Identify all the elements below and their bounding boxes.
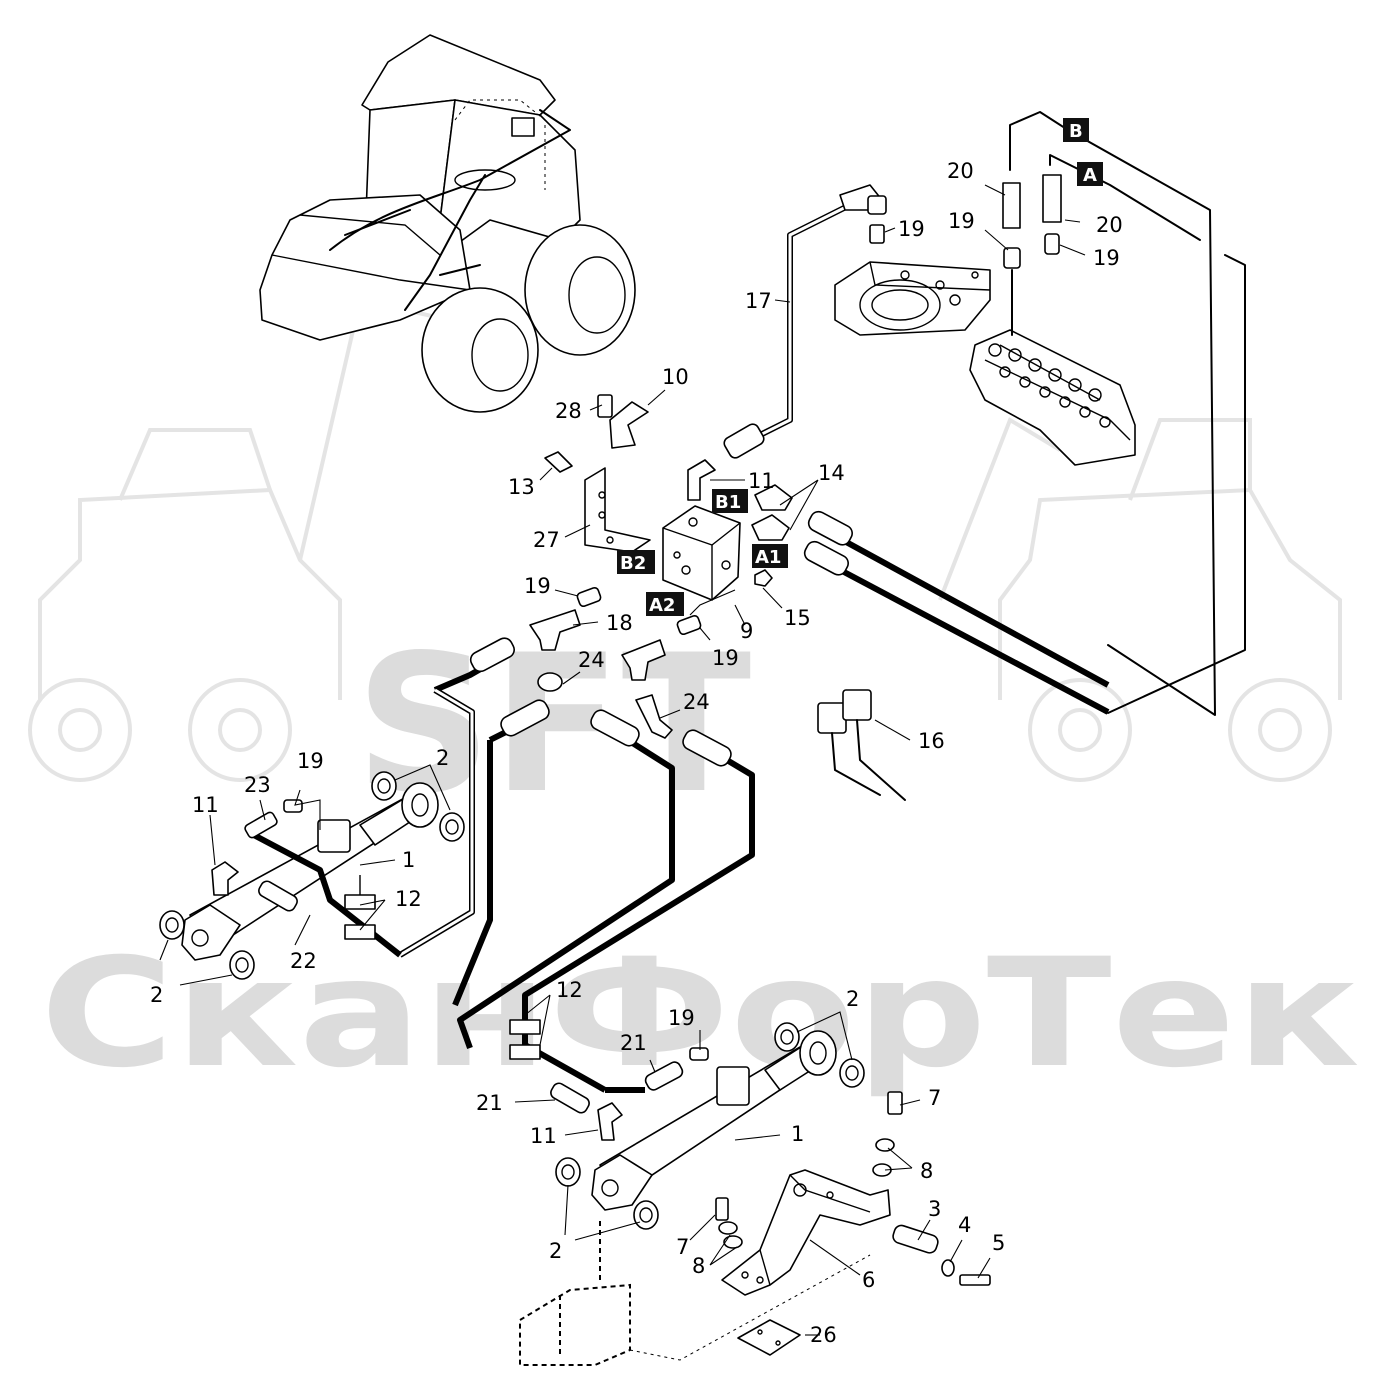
- port-tag-a2-label: A2: [649, 595, 675, 616]
- callout-18: 18: [606, 611, 633, 635]
- leader-lines: [159, 184, 1086, 1336]
- callout-3: 3: [928, 1197, 941, 1221]
- cylinder-upper: [159, 771, 465, 980]
- port-tags: B A B1 B2 A1 A2: [617, 118, 1103, 616]
- callout-15: 15: [784, 606, 811, 630]
- callout-19-valve: 19: [898, 217, 925, 241]
- callout-17: 17: [745, 289, 772, 313]
- callout-11-lower: 11: [530, 1124, 557, 1148]
- callout-2-lower-a: 2: [846, 987, 859, 1011]
- port-tag-b1-label: B1: [715, 492, 741, 513]
- callout-28: 28: [555, 399, 582, 423]
- callout-14: 14: [818, 461, 845, 485]
- callout-2-lower-b: 2: [549, 1239, 562, 1263]
- callout-24-left: 24: [578, 648, 605, 672]
- tractor-watermark-icon: [28, 297, 1342, 782]
- callout-numbers: 10 28 13 27 11 14 9 15 19 18 19 24 24 16…: [150, 159, 1123, 1347]
- callout-5: 5: [992, 1231, 1005, 1255]
- callout-8-lower: 8: [692, 1254, 705, 1278]
- callout-7-upper: 7: [928, 1086, 941, 1110]
- cylinder-lower: [509, 995, 865, 1230]
- port-tag-a-label: A: [1083, 165, 1097, 186]
- watermark-text: СканФорТек: [40, 927, 1360, 1101]
- bracket-6: [519, 1091, 991, 1366]
- port-tag-b1: [712, 489, 748, 513]
- control-valve: [834, 111, 1246, 716]
- hose-17: [723, 184, 887, 459]
- port-tag-a: [1077, 162, 1103, 186]
- port-tag-b-label: B: [1069, 121, 1083, 142]
- port-tag-a1: [752, 544, 788, 568]
- port-tag-b2-label: B2: [620, 553, 646, 574]
- callout-22: 22: [290, 949, 317, 973]
- callout-11-top: 11: [748, 469, 775, 493]
- callout-19-lower: 19: [668, 1006, 695, 1030]
- callout-1-upper: 1: [402, 848, 415, 872]
- port-tag-b: [1063, 118, 1089, 142]
- callout-1-lower: 1: [791, 1122, 804, 1146]
- callout-6: 6: [862, 1268, 875, 1292]
- callout-19-left: 19: [948, 209, 975, 233]
- callout-12-upper: 12: [395, 887, 422, 911]
- forestry-machine-icon: [259, 34, 636, 413]
- callout-9: 9: [740, 619, 753, 643]
- callout-11-upper: 11: [192, 793, 219, 817]
- port-tag-a1-label: A1: [755, 547, 781, 568]
- port-tag-b2: [617, 550, 655, 574]
- callout-2-upper-a: 2: [436, 746, 449, 770]
- callout-4: 4: [958, 1213, 971, 1237]
- connector-16: [817, 689, 906, 801]
- callout-27: 27: [533, 528, 560, 552]
- callout-19-tee: 19: [524, 574, 551, 598]
- callout-16: 16: [918, 729, 945, 753]
- callout-10: 10: [662, 365, 689, 389]
- callout-24-right: 24: [683, 690, 710, 714]
- callout-20-left: 20: [947, 159, 974, 183]
- callout-8-upper: 8: [920, 1159, 933, 1183]
- callout-21-upper: 21: [620, 1031, 647, 1055]
- manifold-block: [544, 394, 1110, 715]
- callout-19-right: 19: [1093, 246, 1120, 270]
- callout-20-right: 20: [1096, 213, 1123, 237]
- callout-12-lower: 12: [556, 978, 583, 1002]
- callout-23: 23: [244, 773, 271, 797]
- callout-7-lower: 7: [676, 1235, 689, 1259]
- callout-19-a2: 19: [712, 646, 739, 670]
- callout-19-upper: 19: [297, 749, 324, 773]
- callout-26: 26: [810, 1323, 837, 1347]
- callout-13: 13: [508, 475, 535, 499]
- callout-21-lower: 21: [476, 1091, 503, 1115]
- callout-2-upper-b: 2: [150, 983, 163, 1007]
- port-tag-a2: [646, 592, 684, 616]
